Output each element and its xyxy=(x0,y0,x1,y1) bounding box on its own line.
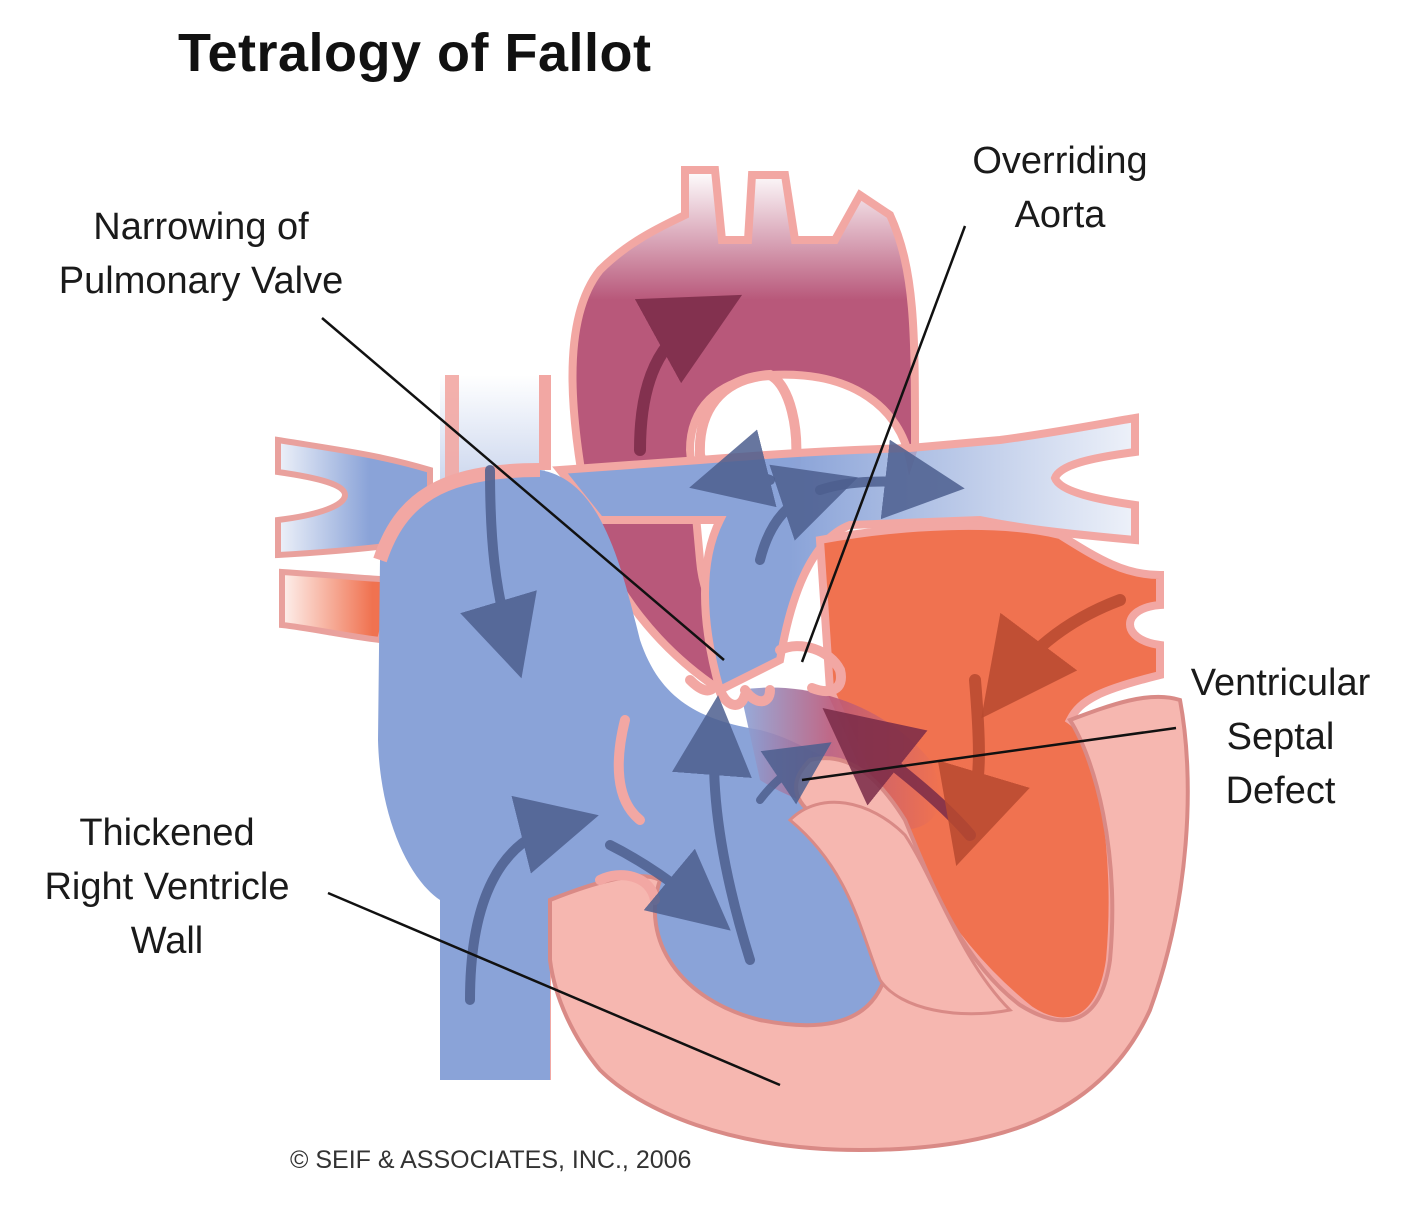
label-overriding-aorta: Overriding Aorta xyxy=(950,134,1170,242)
label-line: Wall xyxy=(130,920,204,962)
label-line: Pulmonary Valve xyxy=(58,260,344,302)
leader-vsd xyxy=(801,726,1177,782)
flow-arrows xyxy=(460,294,1126,1005)
label-pulmonary-valve: Narrowing of Pulmonary Valve xyxy=(36,200,366,308)
leader-pulmonary-valve xyxy=(321,317,725,661)
label-line: Thickened xyxy=(79,812,255,854)
label-line: Right Ventricle xyxy=(44,866,290,908)
label-line: Defect xyxy=(1225,770,1336,812)
label-line: Ventricular xyxy=(1190,662,1371,704)
ventricle-wall xyxy=(548,694,1190,1153)
valve-leaflets xyxy=(595,641,846,905)
leader-aorta xyxy=(800,225,967,663)
copyright-notice: © SEIF & ASSOCIATES, INC., 2006 xyxy=(290,1146,692,1174)
diagram-title: Tetralogy of Fallot xyxy=(178,23,652,83)
leader-lines xyxy=(321,225,1177,1087)
label-thickened-right-ventricle-wall: Thickened Right Ventricle Wall xyxy=(22,806,312,968)
label-line: Aorta xyxy=(1014,194,1106,236)
label-line: Septal xyxy=(1226,716,1335,758)
label-line: Overriding xyxy=(972,140,1148,182)
leader-right-ventricle xyxy=(327,891,781,1087)
label-line: Narrowing of xyxy=(93,206,309,248)
label-ventricular-septal-defect: Ventricular Septal Defect xyxy=(1168,656,1393,818)
